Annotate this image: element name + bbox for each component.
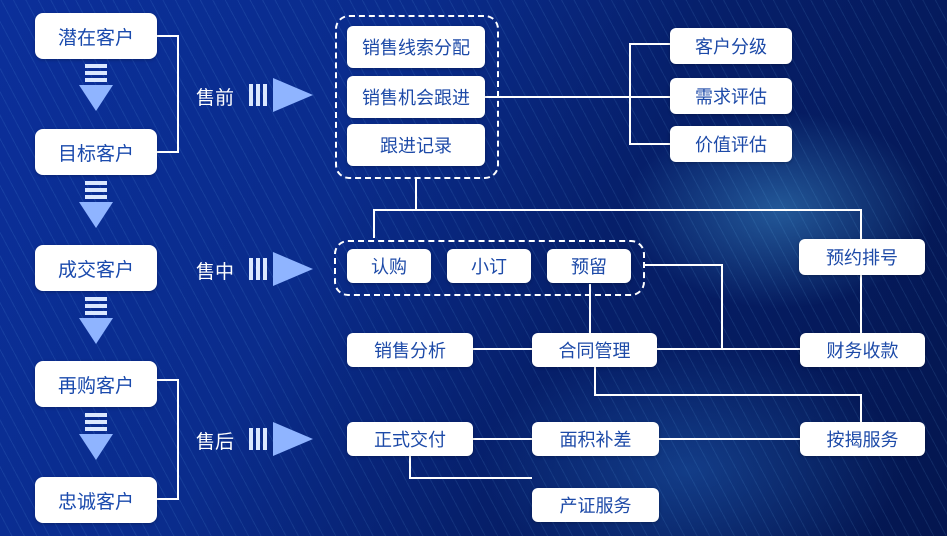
down-arrow-icon: [79, 297, 113, 353]
line-hold-finance: [645, 264, 800, 350]
bracket-eval: [629, 43, 670, 145]
subscription: 认购: [347, 249, 431, 283]
certificate-service: 产证服务: [532, 488, 659, 522]
line-contract-post: [594, 365, 862, 422]
phase-post-label: 售后: [196, 431, 235, 453]
formal-delivery: 正式交付: [347, 422, 473, 456]
small-order: 小订: [447, 249, 531, 283]
finance-collection: 财务收款: [800, 333, 925, 367]
down-arrow-icon: [79, 413, 113, 469]
line-delivery-cert: [409, 456, 532, 479]
customer-target: 目标客户: [35, 129, 157, 175]
phase-mid-label: 售中: [196, 261, 235, 283]
down-arrow-icon: [79, 181, 113, 237]
pre-sale-group: [335, 15, 499, 179]
area-adjustment: 面积补差: [532, 422, 659, 456]
followup-record: 跟进记录: [347, 124, 485, 166]
bracket-pre: [157, 35, 179, 153]
value-assessment: 价值评估: [670, 126, 792, 162]
phase-pre-label: 售前: [196, 87, 235, 109]
line-top-rail: [373, 209, 862, 245]
right-arrow-icon: [249, 77, 319, 113]
right-arrow-icon: [249, 251, 319, 287]
demand-assessment: 需求评估: [670, 78, 792, 114]
customer-potential: 潜在客户: [35, 13, 157, 59]
contract-management: 合同管理: [532, 333, 657, 367]
reservation-queue: 预约排号: [799, 239, 925, 275]
lead-allocation: 销售线索分配: [347, 26, 485, 68]
sales-analysis: 销售分析: [347, 333, 473, 367]
mid-sale-group: [334, 240, 645, 296]
customer-grading: 客户分级: [670, 28, 792, 64]
down-arrow-icon: [79, 64, 113, 120]
bracket-post: [157, 379, 179, 500]
right-arrow-icon: [249, 421, 319, 457]
opportunity-followup: 销售机会跟进: [347, 76, 485, 118]
customer-repurchase: 再购客户: [35, 361, 157, 407]
customer-loyal: 忠诚客户: [35, 477, 157, 523]
hold: 预留: [547, 249, 631, 283]
mortgage-service: 按揭服务: [800, 422, 925, 456]
customer-deal: 成交客户: [35, 245, 157, 291]
